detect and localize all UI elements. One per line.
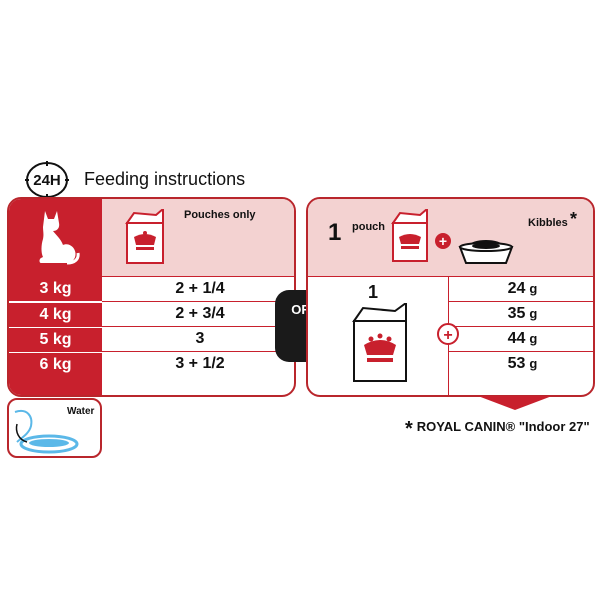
- pouch-amount-cell: 3: [195, 330, 205, 347]
- row-divider: [9, 276, 294, 277]
- weight-cell: 6 kg: [9, 352, 102, 395]
- clock-icon: [25, 161, 69, 199]
- footnote: *ROYAL CANIN® "Indoor 27": [405, 418, 590, 441]
- pouch-per-day-cell: 1: [308, 276, 448, 395]
- arrow-down-icon: [478, 396, 552, 410]
- pouches-only-table: Pouches only 3 kg 2 + 1/4 4 kg 2 + 3/4 5…: [7, 197, 296, 397]
- kibble-amount-value: 44: [507, 330, 526, 347]
- pouch-icon: [391, 209, 428, 262]
- pouch-count: 1: [328, 219, 342, 246]
- cat-header-cell: [9, 199, 102, 276]
- kibble-amount-unit: g: [529, 356, 538, 371]
- pouch-big-count: 1: [368, 282, 379, 302]
- kibble-amount-value: 24: [507, 280, 526, 297]
- pouch-icon: [352, 303, 407, 382]
- clock-label: 24H: [33, 172, 61, 189]
- water-bowl-icon: [14, 410, 79, 454]
- kibble-bowl-icon: [458, 240, 514, 264]
- weight-cell: 3 kg: [9, 277, 102, 301]
- kibbles-label: Kibbles: [528, 217, 568, 229]
- row-divider: [102, 351, 294, 352]
- kibble-amount-unit: g: [529, 306, 538, 321]
- mixed-header-cell: 1 pouch + Kibbles *: [308, 199, 593, 276]
- water-label: Water: [67, 406, 95, 417]
- row-divider: [448, 301, 593, 302]
- footnote-text: ROYAL CANIN® "Indoor 27": [416, 419, 590, 434]
- water-panel: Water: [7, 398, 102, 458]
- pouches-only-label: Pouches only: [184, 209, 256, 221]
- kibble-amount-value: 53: [507, 355, 526, 372]
- footnote-star: *: [405, 418, 413, 440]
- pouch-amount-cell: 3 + 1/2: [175, 355, 225, 372]
- kibbles-star: *: [570, 209, 578, 229]
- pouch-label: pouch: [352, 221, 385, 233]
- pouch-amount-cell: 2 + 3/4: [175, 305, 225, 322]
- kibble-amount-value: 35: [507, 305, 526, 322]
- pouch-plus-kibbles-table: 1 pouch + Kibbles * 1: [306, 197, 595, 397]
- page-title: Feeding instructions: [84, 169, 246, 189]
- pouch-icon: [125, 209, 164, 264]
- kibble-amount-unit: g: [529, 331, 538, 346]
- cat-icon: [39, 211, 80, 265]
- pouch-amount-cell: 2 + 1/4: [175, 280, 225, 297]
- row-divider: [102, 326, 294, 327]
- weight-cell: 5 kg: [9, 327, 102, 352]
- kibble-amount-unit: g: [529, 281, 538, 296]
- plus-icon: +: [437, 323, 459, 345]
- row-divider: [102, 301, 294, 302]
- weight-cell: 4 kg: [9, 302, 102, 327]
- row-divider: [448, 326, 593, 327]
- plus-icon: +: [435, 233, 451, 249]
- row-divider: [308, 276, 593, 277]
- pouches-header-cell: Pouches only: [102, 199, 294, 276]
- row-divider: [448, 351, 593, 352]
